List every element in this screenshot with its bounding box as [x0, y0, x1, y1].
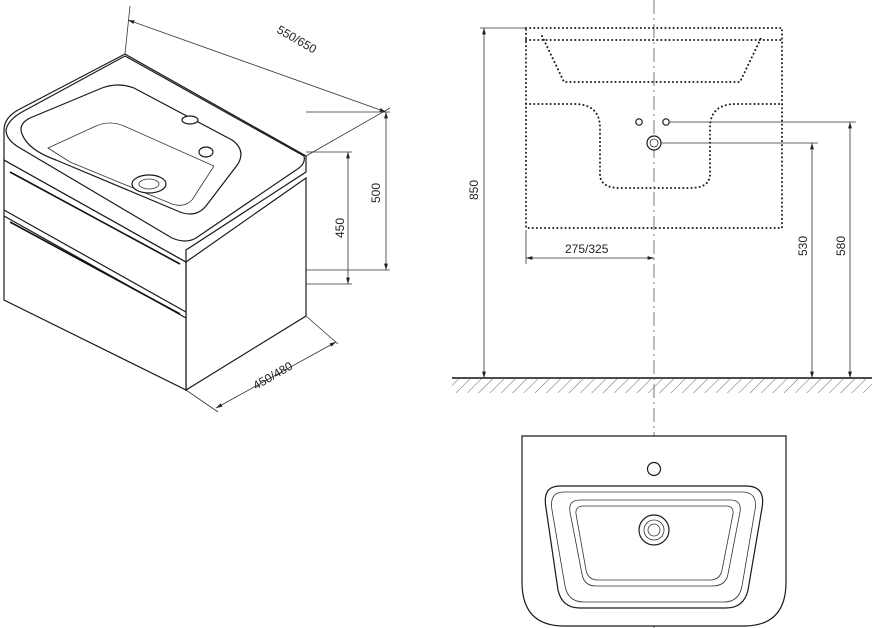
- dim-height-cabinet-label: 450: [333, 218, 347, 238]
- dim-height-total-label: 500: [369, 183, 383, 203]
- dim-install-height-label: 850: [467, 180, 481, 200]
- dim-supply-height-label: 580: [834, 236, 848, 256]
- dim-depth-label: 450/480: [251, 359, 296, 393]
- isometric-view: 550/650 500 450 450/480: [3, 5, 391, 413]
- dim-drain-height-label: 530: [796, 236, 810, 256]
- top-view: [521, 435, 787, 627]
- dim-offset-label: 275/325: [565, 242, 609, 256]
- dim-width-top-label: 550/650: [275, 22, 320, 56]
